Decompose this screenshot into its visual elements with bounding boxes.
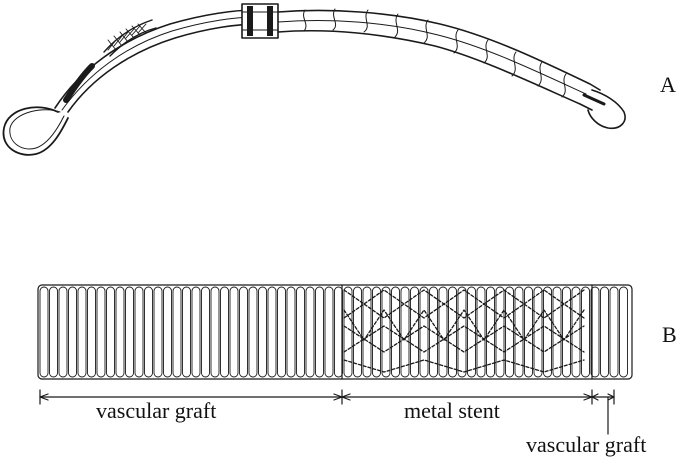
corrugation-ring bbox=[609, 286, 619, 378]
corrugation-ring bbox=[172, 286, 182, 378]
corrugation-ring bbox=[514, 286, 524, 378]
corrugation-ring bbox=[524, 286, 533, 378]
corrugation-ring bbox=[438, 286, 448, 378]
corrugation-ring bbox=[315, 286, 324, 378]
corrugation-ring bbox=[68, 286, 77, 378]
distal-tip bbox=[587, 89, 626, 130]
dimension-lines bbox=[39, 389, 615, 435]
corrugation-rings bbox=[39, 286, 628, 378]
corrugation-ring bbox=[258, 286, 267, 378]
catheter-shaft bbox=[54, 9, 256, 109]
corrugation-ring bbox=[372, 286, 381, 378]
corrugation-ring bbox=[39, 286, 49, 378]
corrugation-ring bbox=[296, 286, 305, 378]
corrugation-ring bbox=[562, 286, 571, 378]
corrugation-ring bbox=[410, 286, 419, 378]
corrugation-ring bbox=[58, 286, 68, 378]
corrugation-ring bbox=[125, 286, 134, 378]
corrugation-ring bbox=[96, 286, 106, 378]
corrugation-ring bbox=[134, 286, 144, 378]
corrugation-ring bbox=[448, 286, 457, 378]
corrugation-ring bbox=[552, 286, 562, 378]
corrugation-ring bbox=[239, 286, 248, 378]
corrugation-ring bbox=[590, 286, 600, 378]
corrugation-ring bbox=[400, 286, 410, 378]
corrugation-ring bbox=[153, 286, 163, 378]
corrugation-ring bbox=[87, 286, 96, 378]
panel-label-b: B bbox=[662, 322, 677, 347]
stent-graft bbox=[37, 284, 633, 380]
corrugation-ring bbox=[571, 286, 581, 378]
corrugation-ring bbox=[191, 286, 201, 378]
corrugation-ring bbox=[248, 286, 258, 378]
connector-hub bbox=[241, 3, 279, 39]
delivery-device bbox=[2, 3, 626, 156]
corrugation-ring bbox=[581, 286, 590, 378]
panel-label-a: A bbox=[660, 72, 676, 97]
corrugation-ring bbox=[267, 286, 277, 378]
stent-graft-outline bbox=[37, 284, 633, 380]
corrugation-ring bbox=[49, 286, 58, 378]
corrugation-ring bbox=[495, 286, 505, 378]
corrugation-ring bbox=[210, 286, 220, 378]
pull-ring bbox=[2, 106, 69, 156]
corrugation-ring bbox=[77, 286, 87, 378]
marker-band bbox=[63, 63, 95, 103]
corrugation-ring bbox=[229, 286, 239, 378]
corrugation-ring bbox=[144, 286, 153, 378]
corrugation-ring bbox=[600, 286, 609, 378]
corrugation-ring bbox=[182, 286, 191, 378]
corrugation-ring bbox=[201, 286, 210, 378]
sheath-segments bbox=[303, 8, 567, 98]
metal-stent-wires bbox=[343, 289, 585, 373]
corrugation-ring bbox=[543, 286, 552, 378]
corrugation-ring bbox=[106, 286, 115, 378]
corrugation-ring bbox=[115, 286, 125, 378]
corrugation-ring bbox=[163, 286, 172, 378]
label-metal-stent: metal stent bbox=[404, 398, 500, 423]
braided-section bbox=[103, 19, 157, 57]
corrugation-ring bbox=[334, 286, 343, 378]
outer-sheath bbox=[277, 9, 601, 91]
label-vascular-graft-right: vascular graft bbox=[526, 432, 647, 457]
corrugation-ring bbox=[305, 286, 315, 378]
corrugation-ring bbox=[476, 286, 486, 378]
corrugation-ring bbox=[429, 286, 438, 378]
corrugation-ring bbox=[457, 286, 467, 378]
corrugation-ring bbox=[419, 286, 429, 378]
corrugation-ring bbox=[343, 286, 353, 378]
corrugation-ring bbox=[220, 286, 229, 378]
corrugation-ring bbox=[277, 286, 286, 378]
corrugation-ring bbox=[286, 286, 296, 378]
corrugation-ring bbox=[381, 286, 391, 378]
label-vascular-graft-left: vascular graft bbox=[96, 398, 217, 423]
corrugation-ring bbox=[324, 286, 334, 378]
corrugation-ring bbox=[362, 286, 372, 378]
corrugation-ring bbox=[467, 286, 476, 378]
corrugation-ring bbox=[619, 286, 628, 378]
corrugation-ring bbox=[391, 286, 400, 378]
